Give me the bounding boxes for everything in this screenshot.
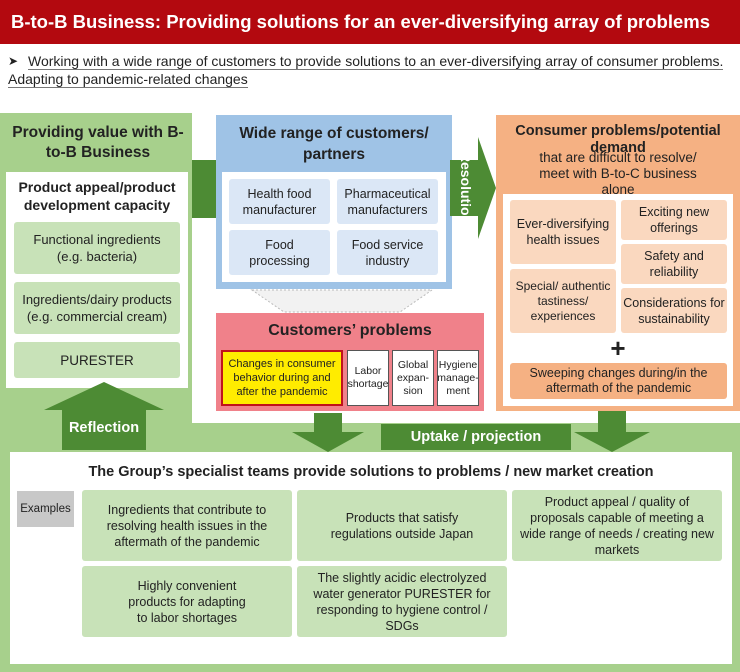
problem-consumer-behavior: Changes in consumer behavior during and …	[221, 350, 343, 406]
resolution-arrow	[450, 137, 496, 239]
solutions-heading: The Group’s specialist teams provide sol…	[88, 464, 654, 480]
plus-sign: +	[610, 332, 626, 363]
consumer-heading: Consumer problems/potential demand	[515, 123, 721, 156]
solution-regulations: Products that satisfy regulations outsid…	[297, 490, 507, 561]
left-to-customers-arrow	[192, 160, 216, 218]
reflection-label: Reflection	[68, 420, 140, 436]
arrowhead-bullet-icon: ➤	[8, 54, 19, 68]
resolution-label: Resolution	[458, 151, 474, 225]
customers-heading: Wide range of customers/ partners	[239, 125, 429, 163]
left-item-purester: PURESTER	[14, 342, 180, 378]
solution-product-appeal: Product appeal / quality of proposals ca…	[512, 490, 722, 561]
uptake-arrow-left	[292, 413, 364, 452]
left-item-functional-ingredients: Functional ingredients (e.g. bacteria)	[14, 222, 180, 274]
examples-tag: Examples	[17, 491, 74, 527]
left-panel-subheading: Product appeal/product development capac…	[18, 179, 176, 213]
solution-health-issues: Ingredients that contribute to resolving…	[82, 490, 292, 561]
solution-labor-shortages: Highly convenient products for adapting …	[82, 566, 292, 637]
page-title: B-to-B Business: Providing solutions for…	[0, 0, 740, 44]
reflection-arrow	[44, 382, 164, 450]
consumer-subheading: that are difficult to resolve/ meet with…	[539, 150, 697, 197]
left-item-dairy-products: Ingredients/dairy products (e.g. commerc…	[14, 282, 180, 334]
solution-purester-hygiene: The slightly acidic electrolyzed water g…	[297, 566, 507, 637]
consumer-item-safety: Safety and reliability	[621, 244, 727, 284]
customer-food-service: Food service industry	[337, 230, 438, 275]
intro-text-block: ➤ Working with a wide range of customers…	[8, 52, 733, 88]
consumer-pandemic-changes: Sweeping changes during/in the aftermath…	[510, 363, 727, 399]
left-panel-heading: Providing value with B-to-B Business	[12, 124, 184, 161]
consumer-item-sustainability: Considerations for sustainability	[621, 288, 727, 333]
problem-hygiene-management: Hygiene manage- ment	[437, 350, 479, 406]
consumer-item-new-offerings: Exciting new offerings	[621, 200, 727, 240]
consumer-item-tastiness: Special/ authentic tastiness/ experience…	[510, 269, 616, 333]
intro-text: Working with a wide range of customers t…	[8, 53, 724, 88]
uptake-label-box	[381, 424, 571, 450]
customer-pharmaceutical: Pharmaceutical manufacturers	[337, 179, 438, 224]
consumer-item-health-issues: Ever-diversifying health issues	[510, 200, 616, 264]
problem-labor-shortage: Labor shortage	[347, 350, 389, 406]
customer-food-processing: Food processing	[229, 230, 330, 275]
uptake-arrow-right	[574, 411, 650, 452]
customer-health-food: Health food manufacturer	[229, 179, 330, 224]
uptake-label: Uptake / projection	[410, 429, 542, 445]
problems-heading: Customers’ problems	[268, 322, 432, 339]
problem-global-expansion: Global expan- sion	[392, 350, 434, 406]
